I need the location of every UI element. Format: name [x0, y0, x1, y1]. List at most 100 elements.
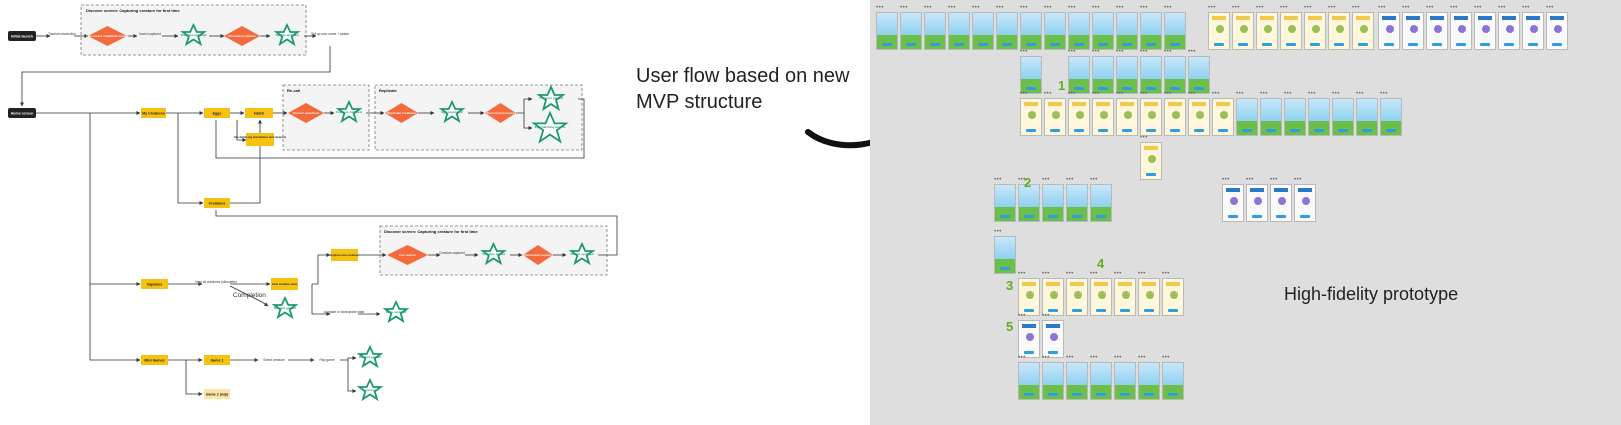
node-details-updated-2: Details updated	[568, 241, 596, 266]
frame-menu-icon: •••	[1294, 177, 1302, 183]
node-level-up: Level up	[356, 377, 384, 402]
prototype-screen-thumbnail	[1018, 278, 1040, 316]
prototype-screen-thumbnail	[1546, 12, 1568, 50]
prototype-screen-thumbnail	[1068, 56, 1090, 94]
prototype-screen-thumbnail	[1162, 278, 1184, 316]
prototype-screen-thumbnail	[876, 12, 898, 50]
prototype-screen-thumbnail	[1208, 12, 1230, 50]
frame-menu-icon: •••	[1140, 135, 1148, 141]
svg-text:Creatures: Creatures	[209, 201, 226, 205]
prototype-screen-thumbnail	[1068, 12, 1090, 50]
frame-menu-icon: •••	[1162, 355, 1170, 361]
node-see-details: See details (eg descriptions and capture…	[234, 133, 286, 146]
frame-menu-icon: •••	[1138, 271, 1146, 277]
node-mini-games: Mini Games	[141, 355, 168, 365]
frame-menu-icon: •••	[1280, 5, 1288, 11]
prototype-screen-thumbnail	[1042, 184, 1064, 222]
frame-menu-icon: •••	[1018, 177, 1026, 183]
flow-edges	[20, 34, 618, 396]
prototype-screen-thumbnail	[1164, 98, 1186, 136]
section-number: 2	[1024, 175, 1032, 190]
section-number: 3	[1006, 278, 1014, 293]
frame-menu-icon: •••	[1044, 91, 1052, 97]
svg-text:Reward gained: Reward gained	[359, 355, 381, 359]
svg-text:Document capture: Document capture	[524, 253, 551, 257]
frame-menu-icon: •••	[1208, 5, 1216, 11]
svg-text:Discover screen: Capturing cre: Discover screen: Capturing creature for …	[384, 229, 478, 234]
svg-text:Explore new creature: Explore new creature	[330, 253, 359, 257]
prototype-screen-thumbnail	[1138, 362, 1160, 400]
frame-menu-icon: •••	[1222, 177, 1230, 183]
frame-menu-icon: •••	[1042, 271, 1050, 277]
frame-menu-icon: •••	[1164, 5, 1172, 11]
prototype-screen-thumbnail	[1020, 98, 1042, 136]
svg-text:Creature captured: Creature captured	[439, 251, 465, 255]
svg-text:Eggs: Eggs	[213, 111, 222, 115]
prototype-screen-thumbnail	[1044, 98, 1066, 136]
prototype-screen-thumbnail	[1280, 12, 1302, 50]
frame-menu-icon: •••	[1332, 91, 1340, 97]
svg-text:Captures: Captures	[147, 282, 163, 286]
node-document-process: Document process	[485, 103, 516, 123]
frame-menu-icon: •••	[1116, 49, 1124, 55]
node-eggs: Eggs	[204, 108, 230, 118]
frame-menu-icon: •••	[1018, 355, 1026, 361]
node-view-all: View all creatures (silhouette)	[195, 280, 237, 284]
node-insect-captured: Insect captured	[139, 32, 161, 36]
node-game-1: Game 1	[204, 355, 230, 365]
frame-menu-icon: •••	[1020, 49, 1028, 55]
node-captures: Captures	[141, 279, 168, 289]
prototype-screen-thumbnail	[1284, 98, 1306, 136]
prototype-screen-thumbnail	[1522, 12, 1544, 50]
user-flow-diagram: Discover screen: Capturing creature for …	[0, 0, 640, 425]
svg-text:Level up: Level up	[364, 388, 377, 392]
prototype-screen-thumbnail	[1232, 12, 1254, 50]
prototype-screen-thumbnail	[996, 12, 1018, 50]
svg-text:Document capture: Document capture	[228, 34, 255, 38]
frame-menu-icon: •••	[1140, 49, 1148, 55]
node-use-sensor: Use sensor	[387, 245, 428, 265]
svg-text:Creature added: Creature added	[482, 252, 505, 256]
svg-text:Creature gained: Creature gained	[539, 96, 563, 100]
svg-text:Re-call: Re-call	[287, 88, 300, 93]
frame-menu-icon: •••	[1044, 5, 1052, 11]
svg-text:View all creatures (silhouette: View all creatures (silhouette)	[195, 280, 237, 284]
node-set-up-user: Set up user name + avatar	[311, 32, 350, 36]
section-number: 1	[1058, 78, 1066, 93]
svg-text:Details updated: Details updated	[570, 252, 593, 256]
prototype-screen-thumbnail	[924, 12, 946, 50]
node-initial-launch: Initial launch	[8, 31, 36, 41]
svg-text:Document process: Document process	[487, 111, 515, 115]
frame-menu-icon: •••	[1246, 177, 1254, 183]
frame-menu-icon: •••	[1068, 91, 1076, 97]
prototype-screen-thumbnail	[1114, 362, 1136, 400]
node-creature-gained: Creature gained	[536, 84, 566, 112]
frame-menu-icon: •••	[1304, 5, 1312, 11]
node-creature-hatched: Creature hatched	[335, 99, 363, 124]
frame-menu-icon: •••	[1066, 355, 1074, 361]
svg-text:Duplicate creatures: Duplicate creatures	[387, 111, 416, 115]
node-play-game: Play game	[319, 358, 334, 362]
prototype-screen-thumbnail	[1426, 12, 1448, 50]
frame-menu-icon: •••	[1042, 177, 1050, 183]
svg-text:Replicate: Replicate	[379, 88, 398, 93]
completion-label: Completion	[233, 292, 266, 299]
svg-text:Use sensor: Use sensor	[399, 253, 416, 257]
frame-menu-icon: •••	[972, 5, 980, 11]
prototype-screen-thumbnail	[1332, 98, 1354, 136]
prototype-screen-thumbnail	[1270, 184, 1292, 222]
node-creature-captured: Creature captured	[439, 251, 465, 255]
svg-text:Discover screen: Capturing cre: Discover screen: Capturing creature for …	[86, 8, 180, 13]
section-number: 5	[1006, 319, 1014, 334]
node-reward-earned: Reward gained	[356, 344, 384, 369]
node-upgrade: Upgrade or downgrade stats	[324, 310, 365, 314]
frame-menu-icon: •••	[1378, 5, 1386, 11]
frame-menu-icon: •••	[1546, 5, 1554, 11]
prototype-screen-thumbnail	[1090, 362, 1112, 400]
node-view-creature: View creature stats	[271, 278, 298, 290]
svg-text:My Creatures: My Creatures	[142, 111, 165, 115]
prototype-caption: High-fidelity prototype	[1284, 284, 1459, 304]
svg-text:Egg replicated: Egg replicated	[441, 110, 462, 114]
node-document-capture: Document capture	[224, 26, 260, 46]
frame-menu-icon: •••	[1236, 91, 1244, 97]
